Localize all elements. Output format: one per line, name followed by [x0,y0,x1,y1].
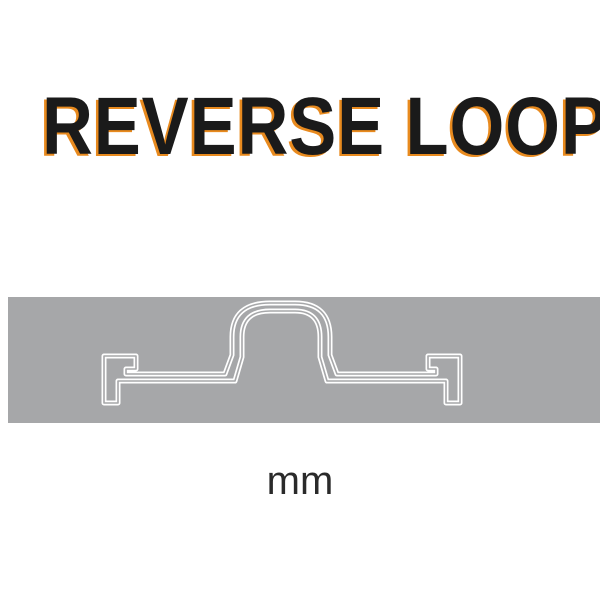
profile-band [8,297,600,423]
unit-label: mm [266,459,334,503]
reverse-loop-profile-icon [101,300,463,406]
page-title: REVERSE LOOP [42,81,600,172]
